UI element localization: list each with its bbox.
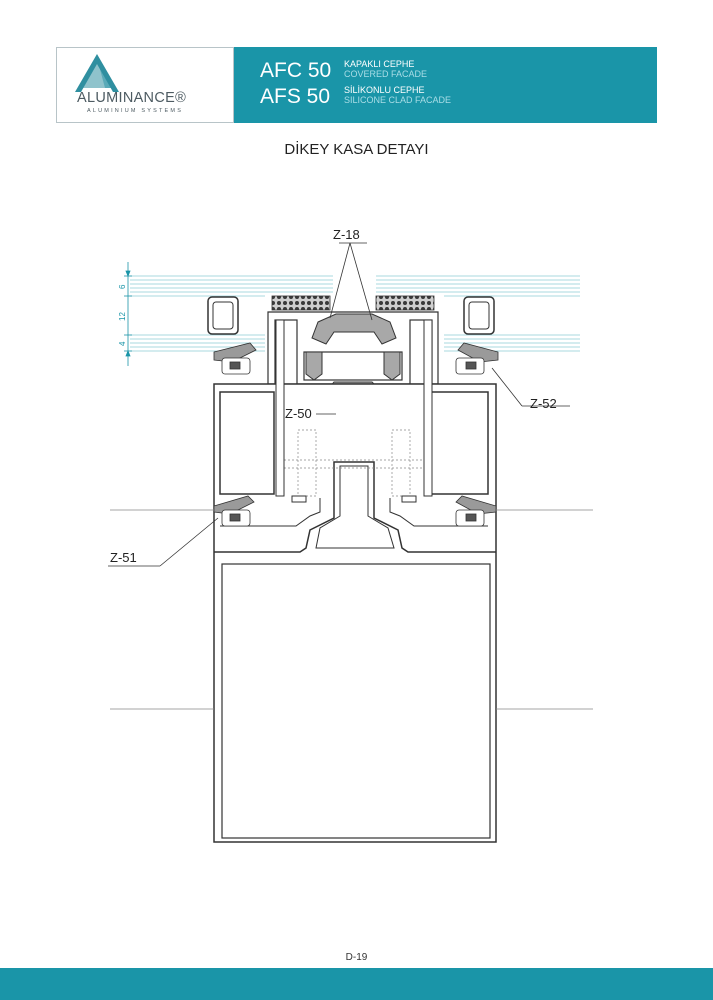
dimension-12: 12 [118,312,127,321]
label-z52: Z-52 [530,396,557,411]
system-desc-en-1: COVERED FACADE [344,69,428,79]
reference-lines [110,509,593,710]
side-strips [275,319,433,503]
footer-band [0,968,713,1000]
system-desc-tr-1: KAPAKLI CEPHE [344,59,415,69]
page-number: D-19 [345,952,368,963]
system-code-afc: AFC 50 [260,59,332,82]
page-title: DİKEY KASA DETAYI [284,141,429,158]
leader-lines [108,242,570,567]
cover-profile-z18 [311,313,397,345]
spacer-right [463,296,495,335]
system-code-afs: AFS 50 [260,85,331,108]
brand-name: ALUMINANCE® [77,90,187,106]
system-desc-en-2: SILICONE CLAD FACADE [344,95,452,105]
system-desc-tr-2: SİLİKONLU CEPHE [344,85,425,95]
logo-mark-icon [75,54,119,92]
label-z51: Z-51 [110,550,137,565]
profile-section-diagram: 6 12 4 [108,227,593,843]
brand-tagline: ALUMINIUM SYSTEMS [87,108,184,114]
spacer-left [207,296,239,335]
label-z18: Z-18 [333,227,360,242]
gasket-bottom-right [455,495,497,527]
brand-logo: ALUMINANCE® ALUMINIUM SYSTEMS [56,47,234,123]
hidden-lines [284,429,426,497]
page-header: ALUMINANCE® ALUMINIUM SYSTEMS AFC 50 AFS… [56,47,657,123]
label-z50: Z-50 [285,406,312,421]
foam-tape-left [271,295,331,311]
gasket-top-right [455,342,499,375]
glass-right [376,275,580,352]
dimension-line [124,262,132,366]
header-band: AFC 50 AFS 50 KAPAKLI CEPHE COVERED FACA… [234,47,657,123]
clip-profiles [305,351,401,381]
gasket-bottom-left [213,495,255,527]
mullion-profile [213,383,497,843]
dimension-4: 4 [118,341,127,346]
gasket-top-left [213,342,257,375]
dimension-6: 6 [118,284,127,289]
foam-tape-right [375,295,435,311]
glass-left [130,275,333,352]
